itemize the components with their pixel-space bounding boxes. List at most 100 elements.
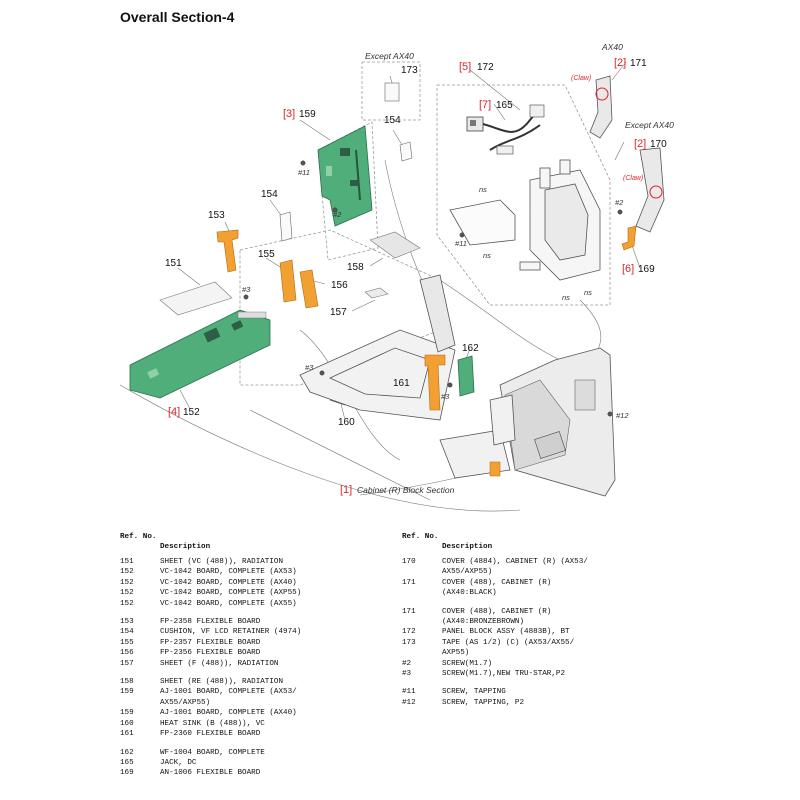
parts-ref: 155 <box>120 638 134 647</box>
parts-header-right: Ref. No. Description <box>402 532 702 552</box>
parts-row: 162 WF-1004 BOARD, COMPLETE <box>120 748 390 758</box>
parts-description: VC-1042 BOARD, COMPLETE (AX53) <box>160 568 297 577</box>
parts-description: FP-2358 FLEXIBLE BOARD <box>160 618 261 627</box>
parts-ref: 152 <box>120 599 134 608</box>
parts-description: SCREW(M1.7) <box>442 659 493 668</box>
parts-group-gap <box>120 740 390 748</box>
box-152 <box>239 229 441 386</box>
exploded-view-diagram: Except AX40 173 [5] 172 [7] 165 AX40 (Cl… <box>119 42 674 512</box>
ref-no-heading: Ref. No. <box>402 533 439 541</box>
parts-row: 171 COVER (488), CABINET (R) (AX40:BLACK) <box>402 578 702 599</box>
part-154-cushion-b <box>279 211 293 242</box>
part-156-flex <box>299 269 319 309</box>
callout-165: 165 <box>496 100 513 111</box>
parts-ref: #2 <box>402 659 412 668</box>
part-158-sheet <box>369 231 421 259</box>
parts-row: #2 SCREW(M1.7) <box>402 659 702 669</box>
claw-marker-171 <box>595 87 609 101</box>
parts-ref: 152 <box>120 589 134 598</box>
bracket-7: [7] <box>479 99 491 111</box>
part-169-flex <box>621 225 637 251</box>
parts-ref: #3 <box>402 670 412 679</box>
callout-160: 160 <box>338 417 355 428</box>
callout-153: 153 <box>208 210 225 221</box>
parts-header-left: Ref. No. Description <box>120 532 390 552</box>
screw-label-3a: #3 <box>242 285 251 294</box>
parts-description: WF-1004 BOARD, COMPLETE <box>160 748 265 757</box>
parts-description: CUSHION, VF LCD RETAINER (4974) <box>160 628 302 637</box>
parts-ref: 159 <box>120 688 134 697</box>
callout-158: 158 <box>347 262 364 273</box>
part-157-sheet <box>364 287 389 299</box>
callout-152: 152 <box>183 407 200 418</box>
parts-ref: 151 <box>120 558 134 566</box>
label-ax40: AX40 <box>601 42 623 52</box>
parts-row: #11 SCREW, TAPPING <box>402 687 702 697</box>
bracket-3: [3] <box>283 108 295 120</box>
parts-ref: 171 <box>402 578 416 587</box>
callout-154-a: 154 <box>384 115 401 126</box>
parts-description: SCREW, TAPPING <box>442 688 506 697</box>
parts-description: SCREW(M1.7),NEW TRU-STAR,P2 <box>442 670 566 679</box>
bracket-6: [6] <box>622 263 634 275</box>
parts-description: COVER (488), CABINET (R) (AX40:BLACK) <box>442 578 552 598</box>
parts-row: 171 COVER (488), CABINET (R) (AX40:BRONZE… <box>402 607 702 628</box>
parts-group-gap <box>402 679 702 687</box>
parts-description: COVER (488), CABINET (R) (AX40:BRONZEBRO… <box>442 607 552 627</box>
parts-ref: 161 <box>120 730 134 739</box>
part-162-board <box>457 355 475 397</box>
claw-marker-170 <box>649 185 663 199</box>
parts-ref: 165 <box>120 758 134 767</box>
parts-ref: 156 <box>120 649 134 658</box>
callout-172: 172 <box>477 62 494 73</box>
parts-description: FP-2356 FLEXIBLE BOARD <box>160 649 261 658</box>
part-153-flex <box>216 229 239 273</box>
bracket-4: [4] <box>168 406 180 418</box>
parts-ref: 152 <box>120 578 134 587</box>
part-165-jack <box>466 104 545 155</box>
bracket-5: [5] <box>459 61 471 73</box>
ns-label-2: ns <box>483 251 491 260</box>
parts-description: JACK, DC <box>160 758 197 767</box>
screw-label-11b: #11 <box>455 239 467 248</box>
parts-ref: 162 <box>120 748 134 757</box>
label-claw-170: (Claw) <box>623 175 643 182</box>
screws <box>243 160 623 417</box>
part-173-tape <box>384 82 400 102</box>
parts-description: SHEET (VC (488)), RADIATION <box>160 558 284 566</box>
parts-ref: #11 <box>402 688 416 697</box>
parts-description: PANEL BLOCK ASSY (4883B), BT <box>442 628 570 637</box>
parts-ref: 171 <box>402 607 416 616</box>
callout-157: 157 <box>330 307 347 318</box>
label-except-ax40-top: Except AX40 <box>365 51 414 61</box>
parts-description: FP-2357 FLEXIBLE BOARD <box>160 638 261 647</box>
parts-row: 156 FP-2356 FLEXIBLE BOARD <box>120 648 390 658</box>
parts-ref: 153 <box>120 618 134 627</box>
parts-row: #3 SCREW(M1.7),NEW TRU-STAR,P2 <box>402 669 702 679</box>
parts-description: SHEET (RE (488)), RADIATION <box>160 678 284 687</box>
parts-ref: 159 <box>120 709 134 718</box>
label-cabinet-section: Cabinet (R) Block Section <box>357 485 455 495</box>
box-173 <box>361 61 421 121</box>
part-154-cushion-a <box>399 141 413 162</box>
bracket-2a: [2] <box>614 57 626 69</box>
parts-ref: 157 <box>120 659 134 668</box>
callout-154-b: 154 <box>261 189 278 200</box>
parts-row: 155 FP-2357 FLEXIBLE BOARD <box>120 638 390 648</box>
parts-group-gap <box>120 609 390 617</box>
parts-description: HEAT SINK (B (488)), VC <box>160 719 265 728</box>
callout-162: 162 <box>462 343 479 354</box>
parts-row: 151 SHEET (VC (488)), RADIATION <box>120 557 390 567</box>
screw-label-11a: #11 <box>298 168 310 177</box>
page-title: Overall Section-4 <box>120 9 235 25</box>
callout-171: 171 <box>630 58 647 69</box>
part-172-panel-block <box>449 159 601 281</box>
